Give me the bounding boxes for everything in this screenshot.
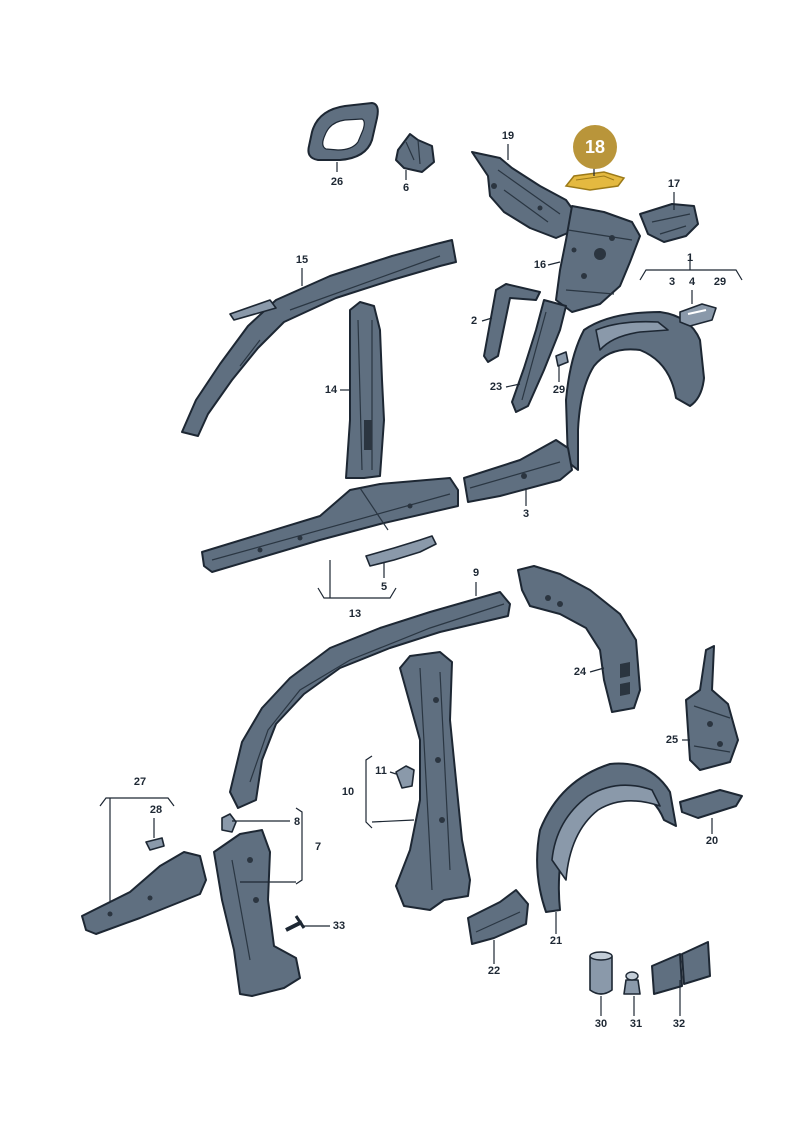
label-3-group: 3 <box>668 276 676 288</box>
part-20[interactable] <box>679 789 743 819</box>
label-29: 29 <box>552 384 566 396</box>
label-5: 5 <box>380 581 388 593</box>
label-13: 13 <box>348 608 362 620</box>
label-18-highlighted[interactable]: 18 <box>573 125 617 169</box>
part-1-wheelhouse[interactable] <box>565 311 705 471</box>
label-22: 22 <box>487 965 501 977</box>
label-31: 31 <box>629 1018 643 1030</box>
label-10: 10 <box>341 786 355 798</box>
label-32: 32 <box>672 1018 686 1030</box>
label-3: 3 <box>522 508 530 520</box>
label-9: 9 <box>472 567 480 579</box>
label-24: 24 <box>573 666 587 678</box>
label-30: 30 <box>594 1018 608 1030</box>
part-15[interactable] <box>181 239 457 437</box>
label-20: 20 <box>705 835 719 847</box>
part-14[interactable] <box>345 301 385 479</box>
part-29[interactable] <box>555 351 569 367</box>
part-17[interactable] <box>639 203 699 243</box>
part-27[interactable] <box>81 851 207 935</box>
part-16[interactable] <box>555 205 641 313</box>
part-11[interactable] <box>395 765 415 789</box>
label-7: 7 <box>314 841 322 853</box>
part-8[interactable] <box>221 813 237 833</box>
part-23[interactable] <box>511 299 567 413</box>
label-16: 16 <box>533 259 547 271</box>
label-19: 19 <box>501 130 515 142</box>
label-27: 27 <box>133 776 147 788</box>
part-33[interactable] <box>285 915 306 932</box>
label-4: 4 <box>688 276 696 288</box>
part-25[interactable] <box>685 645 739 771</box>
part-28[interactable] <box>145 837 165 851</box>
part-30[interactable] <box>589 951 613 995</box>
part-9[interactable] <box>229 591 511 809</box>
label-15: 15 <box>295 254 309 266</box>
part-18[interactable] <box>564 171 626 191</box>
part-5[interactable] <box>365 535 437 567</box>
label-23: 23 <box>489 381 503 393</box>
part-26[interactable] <box>307 102 379 161</box>
part-4[interactable] <box>679 303 717 327</box>
label-8: 8 <box>293 816 301 828</box>
label-21: 21 <box>549 935 563 947</box>
part-22[interactable] <box>467 889 529 945</box>
label-33: 33 <box>332 920 346 932</box>
part-3[interactable] <box>463 439 573 503</box>
part-19[interactable] <box>471 151 577 239</box>
label-17: 17 <box>667 178 681 190</box>
part-6[interactable] <box>395 133 435 173</box>
part-31[interactable] <box>623 971 641 995</box>
label-26: 26 <box>330 176 344 188</box>
part-10[interactable] <box>395 651 471 911</box>
label-1: 1 <box>686 252 694 264</box>
label-2: 2 <box>470 315 478 327</box>
label-6: 6 <box>402 182 410 194</box>
part-13-sill[interactable] <box>201 477 459 573</box>
label-11: 11 <box>375 765 387 777</box>
part-2[interactable] <box>483 283 541 363</box>
label-28: 28 <box>149 804 163 816</box>
label-29-group: 29 <box>713 276 727 288</box>
label-14: 14 <box>324 384 338 396</box>
leader-lines <box>99 144 743 1016</box>
part-32[interactable] <box>651 941 711 995</box>
part-7[interactable] <box>213 829 301 997</box>
label-25: 25 <box>665 734 679 746</box>
part-24[interactable] <box>517 565 641 713</box>
part-21[interactable] <box>536 762 677 913</box>
